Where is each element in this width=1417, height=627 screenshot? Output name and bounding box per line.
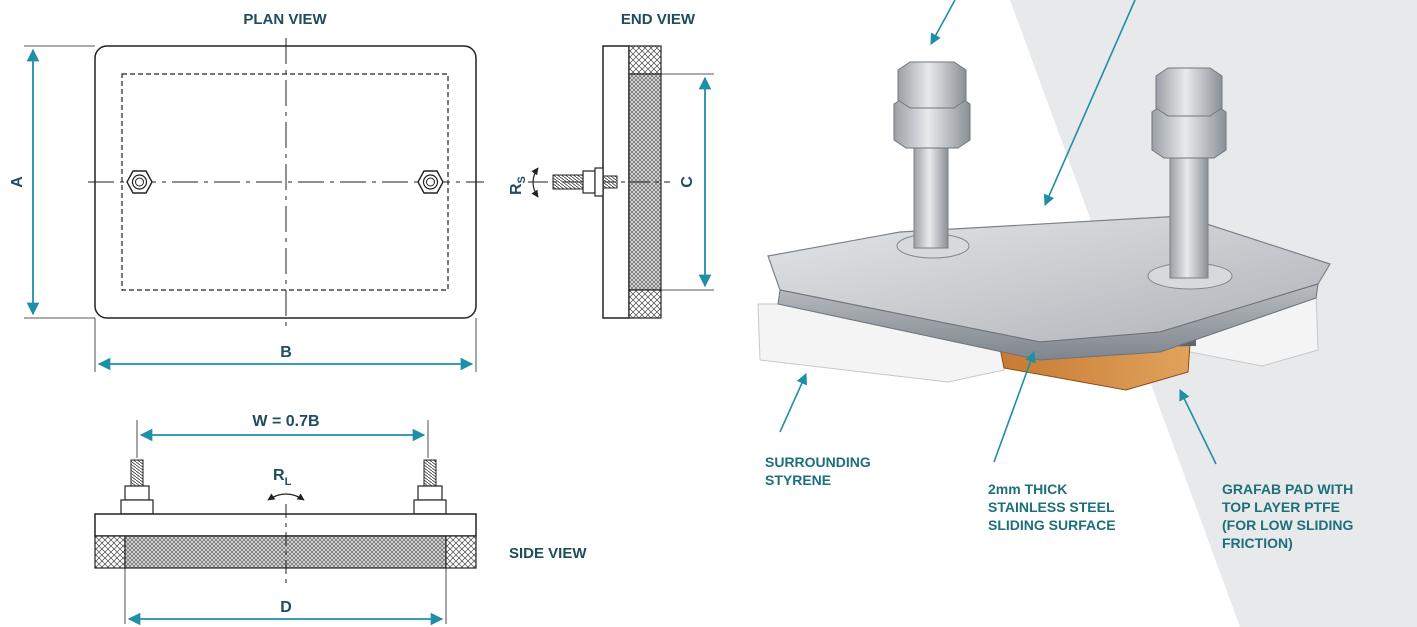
callout-steel-label: 2mm THICK STAINLESS STEEL SLIDING SURFAC… — [988, 481, 1118, 533]
side-bolt-left — [120, 459, 154, 529]
callout-arrow-plate-top — [1043, 0, 1136, 207]
bearing-illustration — [757, 61, 1331, 391]
dimension-w-label: W = 0.7B — [252, 413, 319, 430]
rl-label: RL — [273, 467, 292, 488]
rs-label: RS — [508, 176, 528, 195]
side-pad-hex-left — [94, 535, 126, 569]
end-view-title: END VIEW — [621, 11, 696, 28]
callout-arrow-steel — [993, 350, 1036, 463]
plan-view-title: PLAN VIEW — [243, 11, 327, 28]
end-pad-hex-top — [628, 45, 662, 75]
rl-rotation-arrow — [267, 493, 305, 501]
callout-arrow-grafab — [1179, 388, 1217, 465]
illustration-bolt-left — [893, 61, 971, 259]
dimension-c-label: C — [679, 176, 696, 188]
plate-front-edge — [777, 283, 1319, 361]
plan-bolt-left — [126, 170, 153, 194]
end-pad-hex-bottom — [628, 289, 662, 319]
rs-rotation-arrow — [531, 167, 539, 198]
side-pad-hex-right — [445, 535, 477, 569]
dimension-b-label: B — [280, 344, 292, 361]
illustration-bolt-right — [1147, 67, 1233, 290]
callout-styrene-label: SURROUNDING STYRENE — [765, 454, 875, 488]
callout-grafab-label: GRAFAB PAD WITH TOP LAYER PTFE (FOR LOW … — [1222, 481, 1357, 551]
end-view: END VIEW RS C — [508, 11, 714, 319]
plan-bolt-right — [417, 170, 444, 194]
side-view-title: SIDE VIEW — [509, 545, 587, 562]
side-view: SIDE VIEW W = 0.7B RL D — [94, 413, 587, 626]
plan-view: PLAN VIEW A B — [9, 11, 484, 372]
dimension-d-label: D — [280, 599, 292, 616]
end-bolt — [552, 167, 618, 197]
dimension-a-label: A — [9, 176, 26, 188]
callout-arrow-bolt-top — [930, 0, 956, 45]
callout-arrow-styrene — [779, 372, 807, 433]
